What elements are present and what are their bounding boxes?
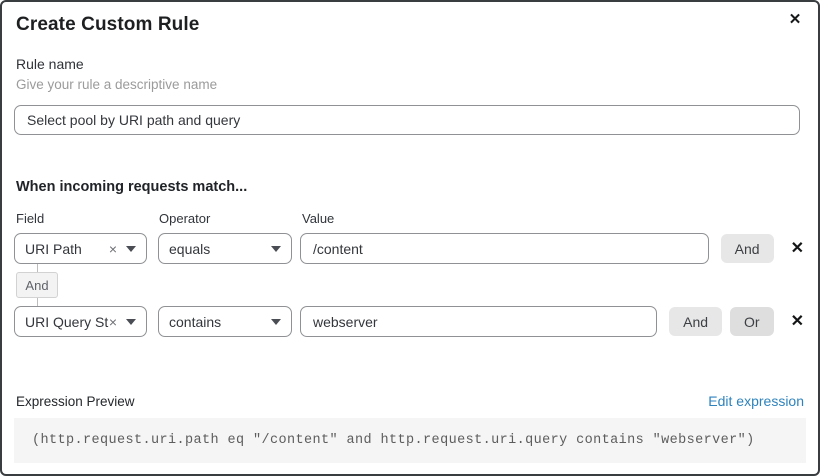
operator-select[interactable]: equals	[158, 233, 292, 264]
operator-select-value: contains	[169, 313, 222, 330]
value-input[interactable]	[300, 306, 658, 337]
field-select[interactable]: URI Path ×	[14, 233, 147, 264]
chevron-down-icon	[271, 318, 281, 325]
and-connector: And	[16, 264, 818, 306]
remove-condition-icon[interactable]: ✕	[790, 312, 804, 330]
dialog-title: Create Custom Rule	[16, 14, 200, 35]
field-column-label: Field	[16, 211, 45, 226]
clear-selection-icon[interactable]: ×	[108, 240, 117, 257]
field-select-value: URI Path	[25, 240, 82, 257]
rule-name-label: Rule name	[16, 56, 84, 72]
and-connector-chip: And	[16, 272, 58, 298]
field-select[interactable]: URI Query St... ×	[14, 306, 147, 337]
condition-row: URI Path × equals And ✕	[14, 233, 804, 264]
field-select-value: URI Query St...	[25, 313, 109, 330]
match-heading: When incoming requests match...	[16, 179, 248, 195]
condition-column-labels: Field Operator Value	[16, 211, 804, 226]
expression-preview-label: Expression Preview	[16, 394, 135, 409]
rule-name-helper: Give your rule a descriptive name	[16, 77, 218, 92]
expression-code-block: (http.request.uri.path eq "/content" and…	[14, 418, 806, 463]
rule-name-input[interactable]	[14, 105, 800, 135]
chevron-down-icon	[126, 245, 136, 252]
connector-line	[37, 264, 38, 272]
add-and-condition-button[interactable]: And	[720, 234, 774, 263]
operator-select-value: equals	[169, 240, 211, 257]
close-icon[interactable]: ✕	[784, 9, 806, 31]
add-or-condition-button[interactable]: Or	[730, 307, 774, 336]
chevron-down-icon	[271, 245, 281, 252]
clear-selection-icon[interactable]: ×	[108, 313, 117, 330]
value-column-label: Value	[302, 211, 335, 226]
chevron-down-icon	[126, 318, 136, 325]
edit-expression-link[interactable]: Edit expression	[708, 393, 804, 409]
expression-preview-header: Expression Preview Edit expression	[16, 393, 804, 409]
condition-row: URI Query St... × contains And Or ✕	[14, 306, 804, 337]
connector-line	[37, 298, 38, 306]
add-and-condition-button[interactable]: And	[669, 307, 723, 336]
remove-condition-icon[interactable]: ✕	[790, 239, 804, 257]
operator-select[interactable]: contains	[158, 306, 292, 337]
value-input[interactable]	[300, 233, 709, 264]
operator-column-label: Operator	[159, 211, 211, 226]
rule-name-section: Rule name Give your rule a descriptive n…	[16, 56, 804, 92]
